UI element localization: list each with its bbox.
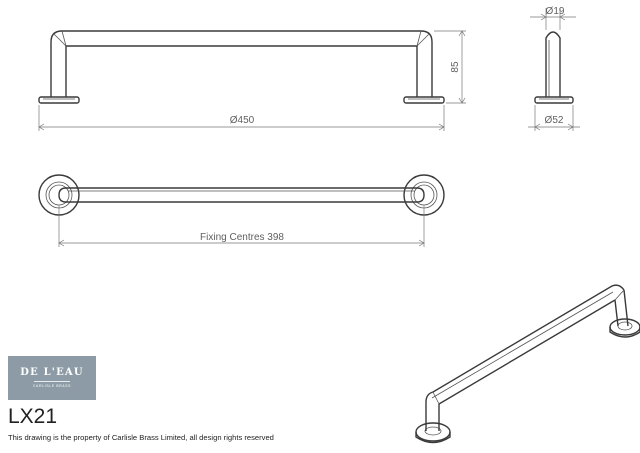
copyright-note: This drawing is the property of Carlisle… (8, 433, 274, 442)
width-label: Ø450 (230, 115, 255, 126)
iso-base-front (415, 422, 451, 444)
width-dimension (38, 105, 445, 131)
height-label: 85 (450, 61, 461, 73)
side-post (545, 31, 561, 97)
bar-diameter-dimension (530, 8, 576, 30)
front-rail (50, 30, 433, 97)
iso-rail (425, 284, 629, 431)
side-base (534, 96, 574, 104)
brand-logo-divider (34, 381, 70, 382)
base-diameter-dimension (528, 105, 580, 131)
height-dimension (434, 30, 466, 104)
base-diameter-label: Ø52 (545, 115, 564, 126)
brand-logo-name: DE L'EAU (20, 367, 84, 378)
front-base-right (403, 96, 445, 104)
side-elevation: Ø19 Ø52 (528, 6, 580, 131)
bar-diameter-label: Ø19 (546, 6, 565, 17)
fixing-centres-dimension (58, 205, 425, 247)
front-elevation: 85 Ø450 (38, 30, 466, 131)
front-base-left (38, 96, 80, 104)
plan-bar (58, 187, 425, 203)
plan-view: Fixing Centres 398 (38, 174, 445, 247)
product-code: LX21 (8, 405, 58, 428)
brand-logo-subtitle: CARLISLE BRASS (32, 384, 72, 388)
brand-logo: DE L'EAU CARLISLE BRASS (8, 356, 96, 400)
isometric-view (415, 284, 640, 444)
iso-base-back (609, 318, 640, 338)
fixing-centres-label: Fixing Centres 398 (200, 232, 284, 243)
